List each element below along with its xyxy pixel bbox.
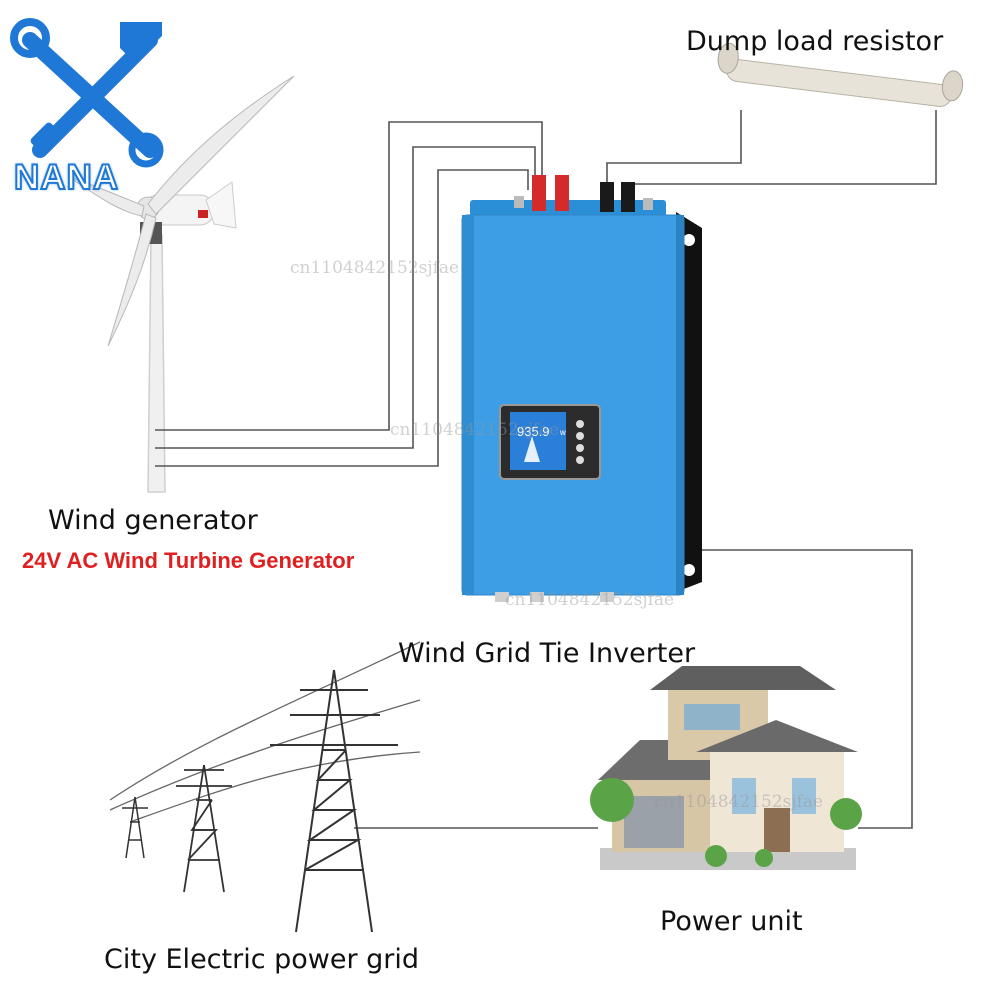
ac-input-terminals [514,175,569,211]
output-wires [354,549,913,829]
wind-generator-label: Wind generator [48,505,258,536]
dump-load-wires [606,110,937,190]
power-pylon-medium [176,764,232,893]
wind-turbine-subtitle: 24V AC Wind Turbine Generator [22,548,355,573]
inverter-label: Wind Grid Tie Inverter [398,638,696,669]
wind-turbine [67,75,295,493]
logo-text: NANA [13,157,120,198]
inverter-display-unit: w [560,428,566,437]
house-illustration [590,666,862,870]
watermark-text: cn1104842152sjfae [290,258,460,278]
dump-load-resistor [717,42,964,107]
power-unit-label: Power unit [660,906,803,937]
wind-input-wires [155,121,543,467]
watermark-text: cn1104842152sjfae [654,792,824,812]
power-lines [109,641,421,823]
city-grid-label: City Electric power grid [104,944,420,975]
nana-logo [10,18,164,168]
watermark-text: cn1104842152sjfae [390,420,560,440]
inverter-display-value: 935.9 [517,424,550,439]
dump-load-label: Dump load resistor [686,26,944,57]
dump-load-terminals [600,182,653,212]
grid-tie-inverter [461,200,702,596]
power-pylon-large [270,669,398,933]
inverter-feet [495,592,614,602]
power-pylon-small [122,796,148,859]
watermark-text: cn1104842152sjfae [505,590,675,610]
